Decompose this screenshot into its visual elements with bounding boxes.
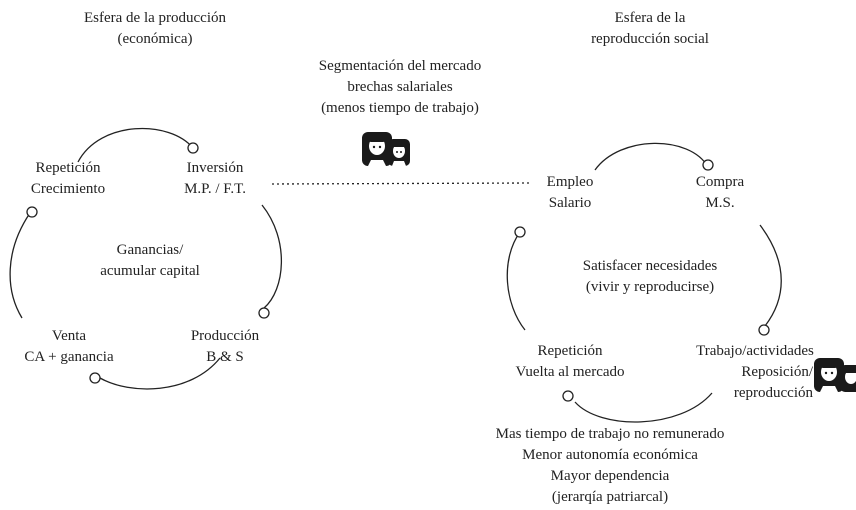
left-node-produccion-label: Producción B & S xyxy=(170,326,280,368)
bottom-note-line-1: Mas tiempo de trabajo no remunerado xyxy=(495,426,725,442)
left-node-venta xyxy=(89,372,101,384)
right-bottom-note: Mas tiempo de trabajo no remunerado Meno… xyxy=(470,424,750,508)
right-repeticion-sub: Vuelta al mercado xyxy=(515,364,625,380)
inversion-sub: M.P. / F.T. xyxy=(184,181,246,197)
right-node-trabajo-label: Trabajo/actividades Reposición/ reproduc… xyxy=(675,341,835,404)
left-center-line-2: acumular capital xyxy=(100,263,200,279)
right-title-line-2: reproducción social xyxy=(591,31,709,47)
right-center-line-1: Satisfacer necesidades xyxy=(582,258,718,274)
right-node-empleo-label: Empleo Salario xyxy=(520,172,620,214)
right-arc-left xyxy=(506,231,526,331)
middle-note-line-2: brechas salariales xyxy=(347,79,453,95)
left-node-venta-label: Venta CA + ganancia xyxy=(4,326,134,368)
left-node-repeticion xyxy=(26,206,38,218)
right-node-empleo xyxy=(514,226,526,238)
venta-sub: CA + ganancia xyxy=(24,349,114,365)
produccion-sub: B & S xyxy=(206,349,244,365)
empleo-sub: Salario xyxy=(548,195,592,211)
sphere-link xyxy=(271,182,531,185)
left-node-inversion xyxy=(187,142,199,154)
left-node-repeticion-label: Repetición Crecimiento xyxy=(8,158,128,200)
middle-note: Segmentación del mercado brechas salaria… xyxy=(285,56,515,119)
left-arc-bottom xyxy=(99,357,221,390)
right-arc-right xyxy=(759,224,782,327)
trabajo-title: Trabajo/actividades xyxy=(696,343,814,359)
produccion-title: Producción xyxy=(190,328,260,344)
venta-title: Venta xyxy=(51,328,87,344)
left-arc-right xyxy=(261,204,283,309)
right-node-repeticion-label: Repetición Vuelta al mercado xyxy=(490,341,650,383)
women-pair-icon xyxy=(362,132,410,166)
right-node-repeticion xyxy=(562,390,574,402)
right-node-compra-label: Compra M.S. xyxy=(670,172,770,214)
inversion-title: Inversión xyxy=(186,160,244,176)
compra-sub: M.S. xyxy=(705,195,735,211)
compra-title: Compra xyxy=(695,174,745,190)
middle-note-line-1: Segmentación del mercado xyxy=(318,58,482,74)
right-center-label: Satisfacer necesidades (vivir y reproduc… xyxy=(550,256,750,298)
left-node-inversion-label: Inversión M.P. / F.T. xyxy=(160,158,270,200)
left-node-produccion xyxy=(258,307,270,319)
repeticion-sub: Crecimiento xyxy=(30,181,106,197)
left-center-label: Ganancias/ acumular capital xyxy=(70,240,230,282)
women-pair-icon-right xyxy=(814,358,856,392)
empleo-title: Empleo xyxy=(546,174,594,190)
left-sphere-title: Esfera de la producción (económica) xyxy=(40,8,270,50)
left-arc-left xyxy=(9,212,31,319)
left-title-line-2: (económica) xyxy=(117,31,193,47)
left-center-line-1: Ganancias/ xyxy=(116,242,184,258)
trabajo-sub-1: Reposición/ xyxy=(741,364,813,380)
left-arc-top xyxy=(77,127,194,163)
right-title-line-1: Esfera de la xyxy=(614,10,686,26)
left-title-line-1: Esfera de la producción xyxy=(83,10,227,26)
right-repeticion-title: Repetición xyxy=(537,343,603,359)
bottom-note-line-4: (jerarqía patriarcal) xyxy=(551,489,669,505)
repeticion-title: Repetición xyxy=(35,160,101,176)
right-node-compra xyxy=(702,159,714,171)
middle-note-line-3: (menos tiempo de trabajo) xyxy=(321,100,479,116)
right-center-line-2: (vivir y reproducirse) xyxy=(585,279,715,295)
right-arc-bottom xyxy=(574,392,713,423)
right-arc-top xyxy=(594,142,709,171)
bottom-note-line-3: Mayor dependencia xyxy=(550,468,670,484)
right-sphere-title: Esfera de la reproducción social xyxy=(570,8,730,50)
bottom-note-line-2: Menor autonomía económica xyxy=(522,447,698,463)
trabajo-sub-2: reproducción xyxy=(733,385,813,401)
right-node-trabajo xyxy=(758,324,770,336)
